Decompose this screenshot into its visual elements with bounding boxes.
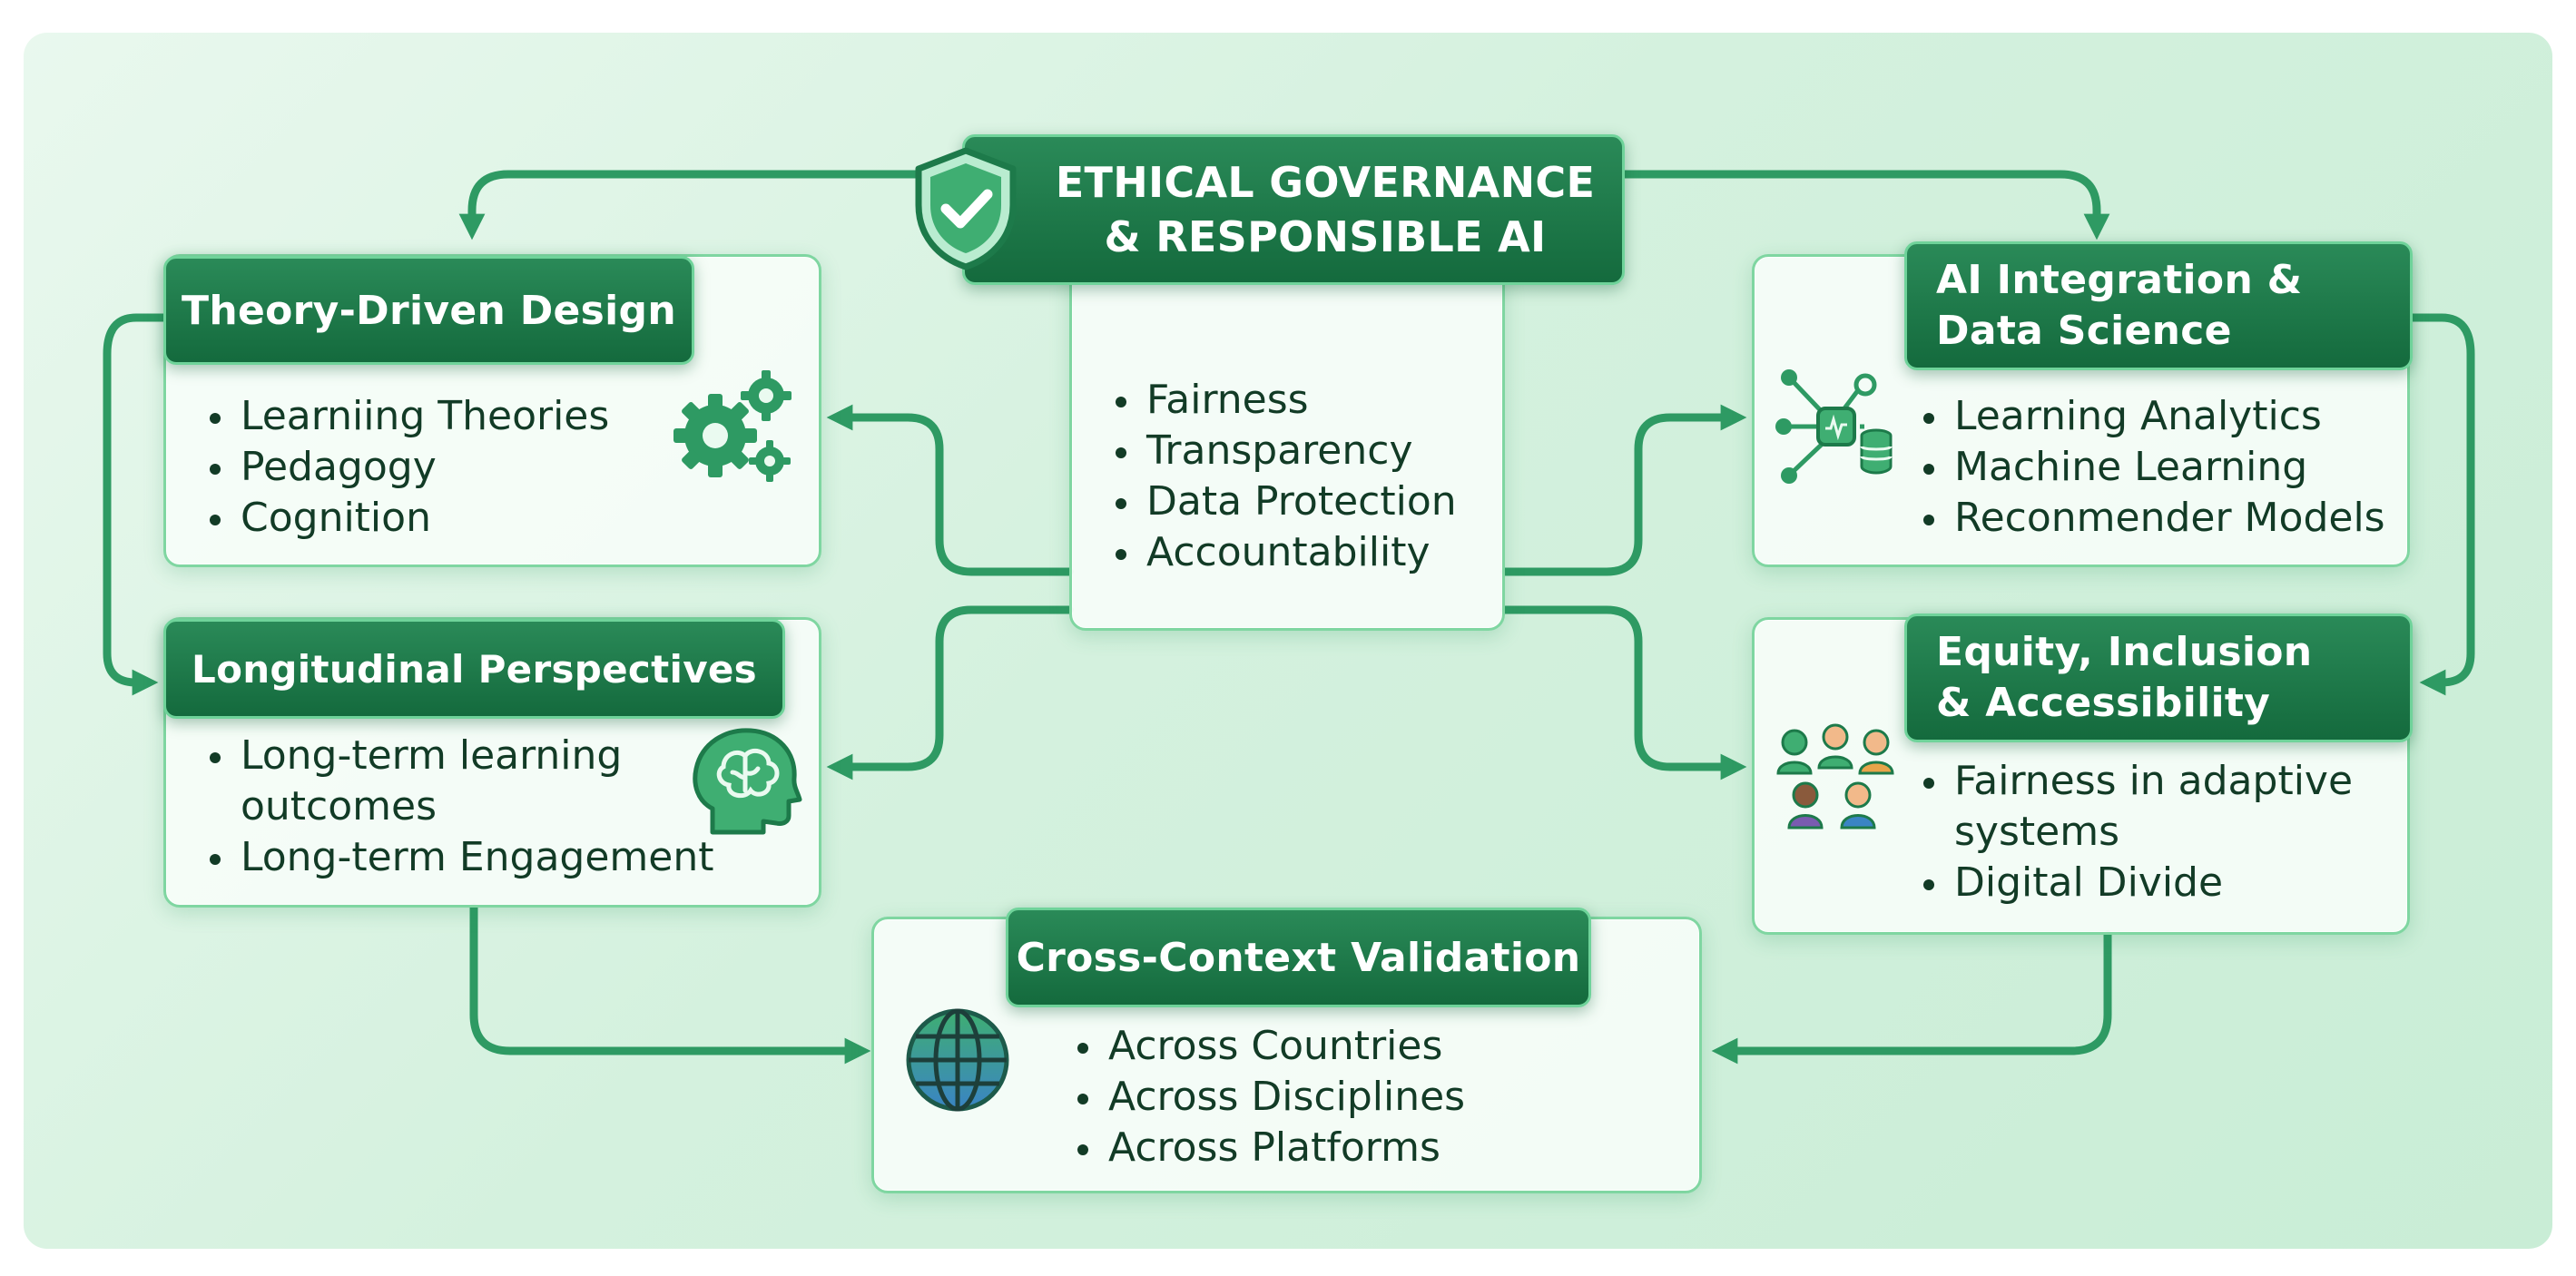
equity-title-line1: Equity, Inclusion xyxy=(1936,629,2313,675)
ethics-title-pill: ETHICAL GOVERNANCE & RESPONSIBLE AI xyxy=(962,134,1625,285)
network-ai-icon xyxy=(1775,369,1893,484)
ai-items-list: Learning Analytics Machine Learning Reco… xyxy=(1918,391,2385,544)
theory-items-list: Learniing Theories Pedagogy Cognition xyxy=(204,391,609,544)
ethics-item: Data Protection xyxy=(1110,476,1457,527)
theory-title-pill: Theory-Driven Design xyxy=(163,256,694,365)
cross-item: Across Disciplines xyxy=(1072,1072,1465,1123)
ai-item: Learning Analytics xyxy=(1918,391,2385,442)
equity-items-list: Fairness in adaptive systems Digital Div… xyxy=(1918,756,2372,908)
equity-item: Digital Divide xyxy=(1918,858,2372,908)
ai-item: Machine Learning xyxy=(1918,442,2385,493)
brain-head-icon xyxy=(693,728,802,835)
ethics-title-line1: ETHICAL GOVERNANCE xyxy=(1055,158,1596,207)
ai-title-line1: AI Integration & xyxy=(1936,257,2303,303)
ethics-title-line2: & RESPONSIBLE AI xyxy=(1104,212,1547,261)
theory-item: Learniing Theories xyxy=(204,391,609,442)
longitudinal-title-pill: Longitudinal Perspectives xyxy=(163,619,785,719)
cross-title-pill: Cross-Context Validation xyxy=(1006,908,1591,1007)
cross-item: Across Platforms xyxy=(1072,1123,1465,1173)
ethics-item: Accountability xyxy=(1110,527,1457,578)
shield-check-icon xyxy=(915,147,1017,270)
ethics-body-card: Fairness Transparency Data Protection Ac… xyxy=(1069,263,1505,631)
ai-title-pill: AI Integration & Data Science xyxy=(1904,241,2413,370)
cross-item: Across Countries xyxy=(1072,1021,1465,1072)
ai-item: Reconmender Models xyxy=(1918,493,2385,544)
ethics-item: Transparency xyxy=(1110,426,1457,476)
longitudinal-item: Long-term learning outcomes xyxy=(204,731,631,832)
longitudinal-items-list: Long-term learning outcomes Long-term En… xyxy=(204,731,714,883)
theory-item: Pedagogy xyxy=(204,442,609,493)
ethics-item: Fairness xyxy=(1110,375,1457,426)
theory-item: Cognition xyxy=(204,493,609,544)
gears-icon xyxy=(673,370,791,482)
equity-item: Fairness in adaptive systems xyxy=(1918,756,2372,858)
equity-title-line2: & Accessibility xyxy=(1936,680,2271,726)
people-group-icon xyxy=(1776,723,1894,829)
ai-title-line2: Data Science xyxy=(1936,308,2232,354)
cross-items-list: Across Countries Across Disciplines Acro… xyxy=(1072,1021,1465,1173)
ethics-items-list: Fairness Transparency Data Protection Ac… xyxy=(1110,375,1457,578)
globe-icon xyxy=(906,1008,1009,1112)
equity-title-pill: Equity, Inclusion & Accessibility xyxy=(1904,613,2413,742)
longitudinal-item: Long-term Engagement xyxy=(204,832,714,883)
